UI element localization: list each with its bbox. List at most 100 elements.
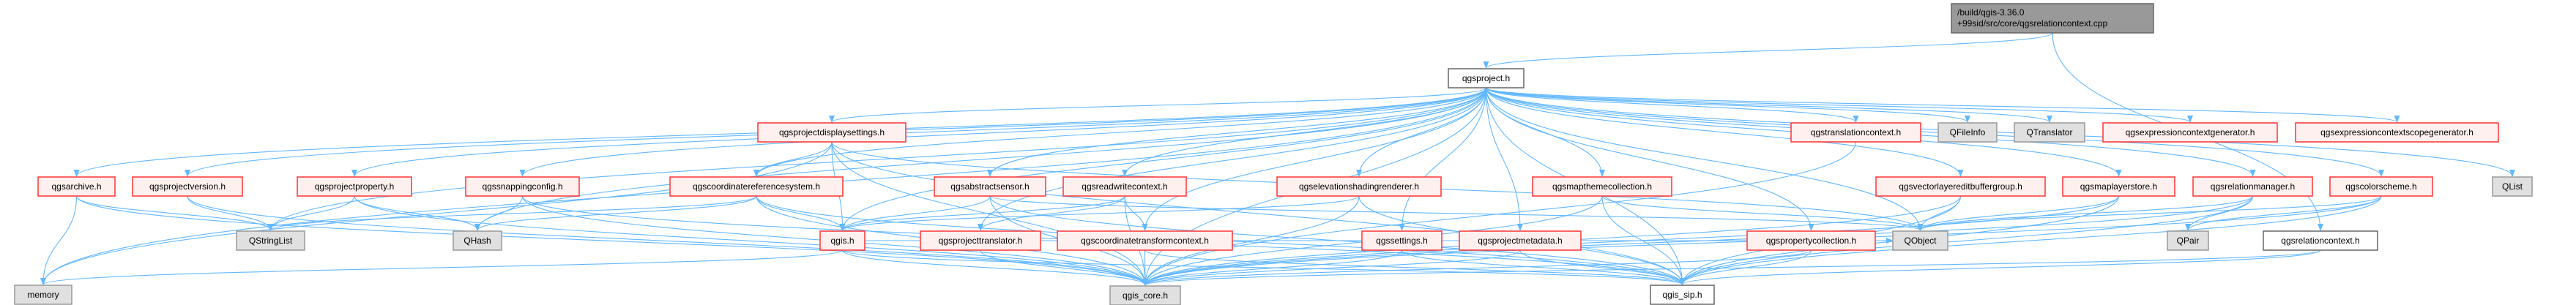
edge-qgsproject-to-qgssnappingconfig <box>519 87 1487 177</box>
node-QList: QList <box>2492 176 2533 197</box>
node-QFileInfo: QFileInfo <box>1937 122 1998 143</box>
node-label: qgsarchive.h <box>51 181 101 192</box>
edge-qgscolorscheme-to-QPair <box>2185 195 2382 231</box>
edge-qgsproject-to-qgsprojectdisplaysettings <box>829 87 1487 123</box>
node-label: qgspropertycollection.h <box>1766 236 1856 246</box>
node-label: qgsrelationmanager.h <box>2211 181 2295 192</box>
edge-qgsprojectdisplaysettings-to-qgscoordinatereferencesystem <box>753 141 833 177</box>
node-box <box>2263 230 2378 251</box>
edge-qgsproject-to-qgis <box>839 87 1487 231</box>
node-qgstranslationcontext[interactable]: qgstranslationcontext.h <box>1790 122 1921 143</box>
node-qgsproject[interactable]: qgsproject.h <box>1448 68 1525 89</box>
node-label: QTranslator <box>2027 127 2073 138</box>
edge-qgsproject-to-QHash <box>474 87 1487 231</box>
edge-qgselevationshadingrenderer-to-qgis_core <box>1142 195 1360 286</box>
edge-qgsarchive-to-qgis_core <box>75 195 1148 286</box>
node-QObject: QObject <box>1892 230 1948 251</box>
node-qgscoordinatetransformcontext[interactable]: qgscoordinatetransformcontext.h <box>1057 230 1233 251</box>
node-label: qgstranslationcontext.h <box>1811 127 1901 138</box>
edge-qgsreadwritecontext-to-qgsprojecttranslator <box>978 195 1125 231</box>
node-box <box>2014 122 2085 143</box>
node-box <box>297 176 412 197</box>
node-qgis_sip[interactable]: qgis_sip.h <box>1650 285 1715 305</box>
edge-qgsarchive-to-QStringList <box>75 195 274 231</box>
edge-qgsabstractsensor-to-qgis_sip <box>989 195 1686 285</box>
node-qgsvectorlayereditbuffergroup[interactable]: qgsvectorlayereditbuffergroup.h <box>1875 176 2046 197</box>
node-box <box>1459 230 1582 251</box>
node-box <box>819 230 866 251</box>
edge-qgsproject-to-qgssettings <box>1399 87 1487 231</box>
node-qgsprojectdisplaysettings[interactable]: qgsprojectdisplaysettings.h <box>757 122 907 143</box>
node-label: qgis.h <box>830 236 854 246</box>
node-qgspropertycollection[interactable]: qgspropertycollection.h <box>1746 230 1876 251</box>
node-qgsrelationcontext[interactable]: qgsrelationcontext.h <box>2263 230 2378 251</box>
edge-qgsproject-to-qgsvectorlayereditbuffergroup <box>1485 87 1964 177</box>
edge-qgsreadwritecontext-to-qgis <box>839 195 1125 231</box>
node-qgsexpressioncontextgenerator[interactable]: qgsexpressioncontextgenerator.h <box>2102 122 2278 143</box>
node-label: QFileInfo <box>1950 127 1986 138</box>
edge-qgscoordinatereferencesystem-to-QStringList <box>267 195 757 231</box>
edge-qgsrelationmanager-to-qgis_core <box>1142 195 2254 286</box>
node-label: QPair <box>2177 236 2200 246</box>
node-qgselevationshadingrenderer[interactable]: qgselevationshadingrenderer.h <box>1276 176 1442 197</box>
node-label: qgscoordinatereferencesystem.h <box>693 181 820 192</box>
node-qgssettings[interactable]: qgssettings.h <box>1361 230 1443 251</box>
node-QTranslator: QTranslator <box>2014 122 2085 143</box>
edge-qgsproject-to-qgsabstractsensor <box>987 87 1487 177</box>
edge-qgsprojectdisplaysettings-to-qgis_core <box>831 141 1148 286</box>
node-box <box>1951 3 2154 34</box>
node-box <box>1062 176 1187 197</box>
node-qgscoordinatereferencesystem[interactable]: qgscoordinatereferencesystem.h <box>669 176 844 197</box>
node-qgsexpressioncontextscopegenerator[interactable]: qgsexpressioncontextscopegenerator.h <box>2295 122 2499 143</box>
node-qgsarchive[interactable]: qgsarchive.h <box>37 176 116 197</box>
edge-qgsproject-to-qgsreadwritecontext <box>1122 87 1487 177</box>
edge-qgis-to-qgis_core <box>841 249 1148 286</box>
edge-qgscoordinatetransformcontext-to-qgis_sip <box>1144 249 1686 285</box>
node-qgsmapthemecollection[interactable]: qgsmapthemecollection.h <box>1532 176 1672 197</box>
edge-qgssettings-to-qgis_sip <box>1401 249 1686 285</box>
node-box <box>2167 230 2209 251</box>
node-label: qgselevationshadingrenderer.h <box>1299 181 1419 192</box>
node-qgsprojectversion[interactable]: qgsprojectversion.h <box>132 176 243 197</box>
edge-qgsproject-to-qgscolorscheme <box>1485 87 2384 177</box>
node-qgscolorscheme[interactable]: qgscolorscheme.h <box>2329 176 2433 197</box>
node-qgsrelationmanager[interactable]: qgsrelationmanager.h <box>2192 176 2313 197</box>
node-box <box>669 176 844 197</box>
node-box <box>1875 176 2046 197</box>
node-qgsreadwritecontext[interactable]: qgsreadwritecontext.h <box>1062 176 1187 197</box>
node-qgsabstractsensor[interactable]: qgsabstractsensor.h <box>934 176 1046 197</box>
edge-qgsprojectdisplaysettings-to-qgis_sip <box>831 141 1686 285</box>
node-qgsprojectmetadata[interactable]: qgsprojectmetadata.h <box>1459 230 1582 251</box>
node-label: qgsrelationcontext.h <box>2281 236 2359 246</box>
node-box <box>236 230 305 251</box>
edge-qgsmapthemecollection-to-QObject <box>1601 195 1924 231</box>
edge-qgsprojectproperty-to-QStringList <box>267 195 355 231</box>
node-box <box>2192 176 2313 197</box>
edge-qgsproject-to-QList <box>1485 87 2515 177</box>
node-QStringList: QStringList <box>236 230 305 251</box>
node-qgsprojecttranslator[interactable]: qgsprojecttranslator.h <box>920 230 1041 251</box>
edge-qgsprojecttranslator-to-qgis_core <box>980 249 1148 286</box>
node-box <box>757 122 907 143</box>
node-box <box>1361 230 1443 251</box>
node-label: QObject <box>1904 236 1937 246</box>
node-label: +99sid/src/core/qgsrelationcontext.cpp <box>1957 18 2107 29</box>
node-box <box>1057 230 1233 251</box>
node-label: qgssettings.h <box>1376 236 1428 246</box>
node-box <box>1650 285 1715 305</box>
edge-qgstranslationcontext-to-qgis_core <box>1142 141 1857 286</box>
edge-qgsproject-to-qgspropertycollection <box>1485 87 1814 231</box>
node-qgsmaplayerstore[interactable]: qgsmaplayerstore.h <box>2062 176 2175 197</box>
edge-qgsproject-to-qgscoordinatereferencesystem <box>753 87 1487 177</box>
node-qgis[interactable]: qgis.h <box>819 230 866 251</box>
edge-qgsprojectmetadata-to-qgis_sip <box>1519 249 1686 285</box>
node-label: QList <box>2502 181 2523 192</box>
node-box <box>920 230 1041 251</box>
node-qgssnappingconfig[interactable]: qgssnappingconfig.h <box>465 176 580 197</box>
edge-qgsmaplayerstore-to-QObject <box>1917 195 2120 231</box>
node-label: memory <box>27 290 59 300</box>
node-qgsprojectproperty[interactable]: qgsprojectproperty.h <box>297 176 412 197</box>
node-box <box>2102 122 2278 143</box>
node-label: qgsproject.h <box>1462 73 1510 83</box>
node-QPair: QPair <box>2167 230 2209 251</box>
